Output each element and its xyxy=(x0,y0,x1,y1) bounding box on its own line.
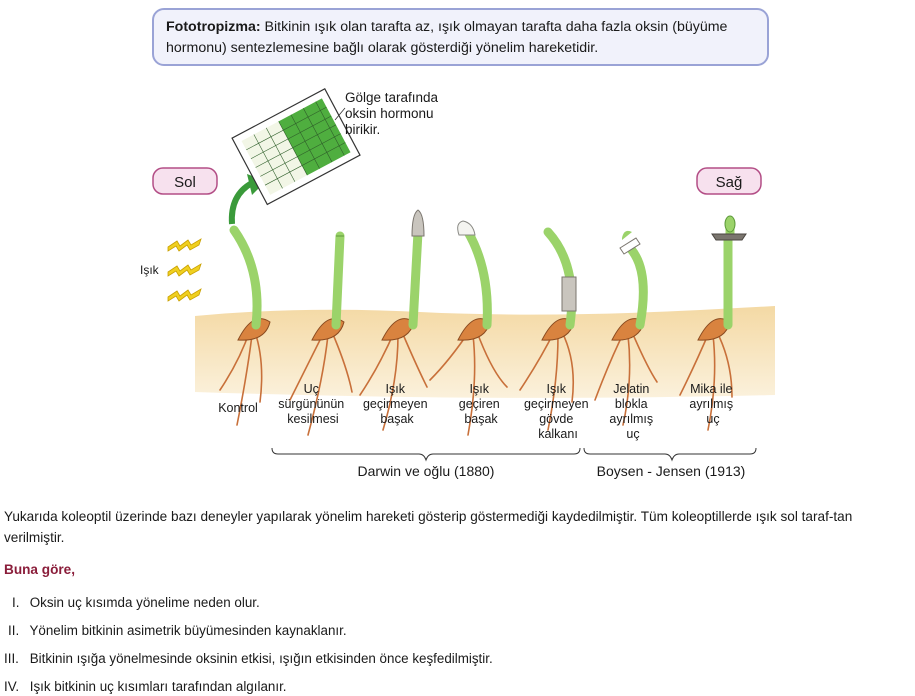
callout-line: birikir. xyxy=(345,122,380,137)
left-tag-label: Sol xyxy=(174,174,196,191)
callout-text: Gölge tarafında oksin hormonu birikir. xyxy=(345,90,442,137)
experiment-label: Işık geçirmeyen başak xyxy=(363,382,431,426)
callout-leader xyxy=(334,107,346,121)
definition-text: Bitkinin ışık olan tarafta az, ışık olma… xyxy=(166,19,728,56)
definition-box: Fototropizma: Bitkinin ışık olan tarafta… xyxy=(152,8,769,66)
statement-item: IV. Işık bitkinin uç kısımları tarafında… xyxy=(4,679,287,694)
group-braces xyxy=(271,447,757,462)
brace-darwin xyxy=(271,447,581,462)
left-tag: Sol xyxy=(152,167,218,195)
light-ray xyxy=(167,263,202,277)
gelatin-block xyxy=(619,237,641,255)
experiment-label: Jelatin blokla ayrılmış uç xyxy=(609,382,656,441)
brace-boysen xyxy=(583,447,757,462)
light-rays xyxy=(167,238,202,302)
statement-number: IV. xyxy=(4,679,20,694)
definition-term: Fototropizma: xyxy=(166,19,261,35)
right-tag-label: Sağ xyxy=(716,174,743,191)
transparent-cap xyxy=(457,220,476,236)
light-ray xyxy=(167,238,202,252)
statement-number: I. xyxy=(12,595,20,610)
gelatin-tip xyxy=(622,230,632,240)
statement-item: III. Bitkinin ışığa yönelmesinde oksinin… xyxy=(4,651,493,666)
statement-item: I. Oksin uç kısımda yönelime neden olur. xyxy=(4,595,260,610)
mica-tip xyxy=(724,215,736,233)
intro-paragraph: Yukarıda koleoptil üzerinde bazı deneyle… xyxy=(4,509,853,545)
experiment-labels: Kontrol Uç sürgününün kesilmesi Işık geç… xyxy=(218,382,736,441)
opaque-shield xyxy=(561,276,577,312)
light-label: Işık xyxy=(140,263,160,277)
experiment-label: Mika ile ayrılmış uç xyxy=(689,382,736,426)
curved-arrow xyxy=(228,180,254,225)
question-heading: Buna göre, xyxy=(4,562,75,577)
stem-kontrol xyxy=(229,225,262,330)
stems xyxy=(229,219,735,330)
opaque-cap xyxy=(411,209,425,237)
stem-isik-gecirmeyen-basak xyxy=(408,227,423,330)
seedlings xyxy=(219,209,747,436)
statement-number: III. xyxy=(4,651,19,666)
statement-text: Işık bitkinin uç kısımları tarafından al… xyxy=(29,679,287,694)
coleoptile-experiment-figure: Sol Sağ Işık Gölge tarafında oksin hormo… xyxy=(140,88,775,479)
group-label-boysen: Boysen - Jensen (1913) xyxy=(597,463,746,479)
experiment-label: Uç sürgününün kesilmesi xyxy=(278,382,348,426)
experiment-label: Işık geçirmeyen gövde kalkanı xyxy=(524,382,592,441)
statement-item: II. Yönelim bitkinin asimetrik büyümesin… xyxy=(4,623,347,638)
experiment-label: Işık geçiren başak xyxy=(459,382,503,426)
statement-text: Oksin uç kısımda yönelime neden olur. xyxy=(29,595,260,610)
mica-plate xyxy=(711,233,747,241)
callout-line: Gölge tarafında xyxy=(345,90,439,105)
statement-text: Yönelim bitkinin asimetrik büyümesinden … xyxy=(29,623,347,638)
statement-text: Bitkinin ışığa yönelmesinde oksinin etki… xyxy=(29,651,493,666)
callout-line: oksin hormonu xyxy=(345,106,434,121)
experiment-label: Kontrol xyxy=(218,401,258,415)
stem-jelatin-blok xyxy=(625,243,648,330)
stem-uc-kesilmesi xyxy=(331,231,345,330)
stem-isik-geciren-basak xyxy=(463,227,492,330)
light-ray xyxy=(167,288,202,302)
group-label-darwin: Darwin ve oğlu (1880) xyxy=(358,463,495,479)
stem-govde-kalkani xyxy=(543,227,577,330)
right-tag: Sağ xyxy=(696,167,762,195)
statement-number: II. xyxy=(8,623,20,638)
cell-detail-panel xyxy=(231,88,361,206)
